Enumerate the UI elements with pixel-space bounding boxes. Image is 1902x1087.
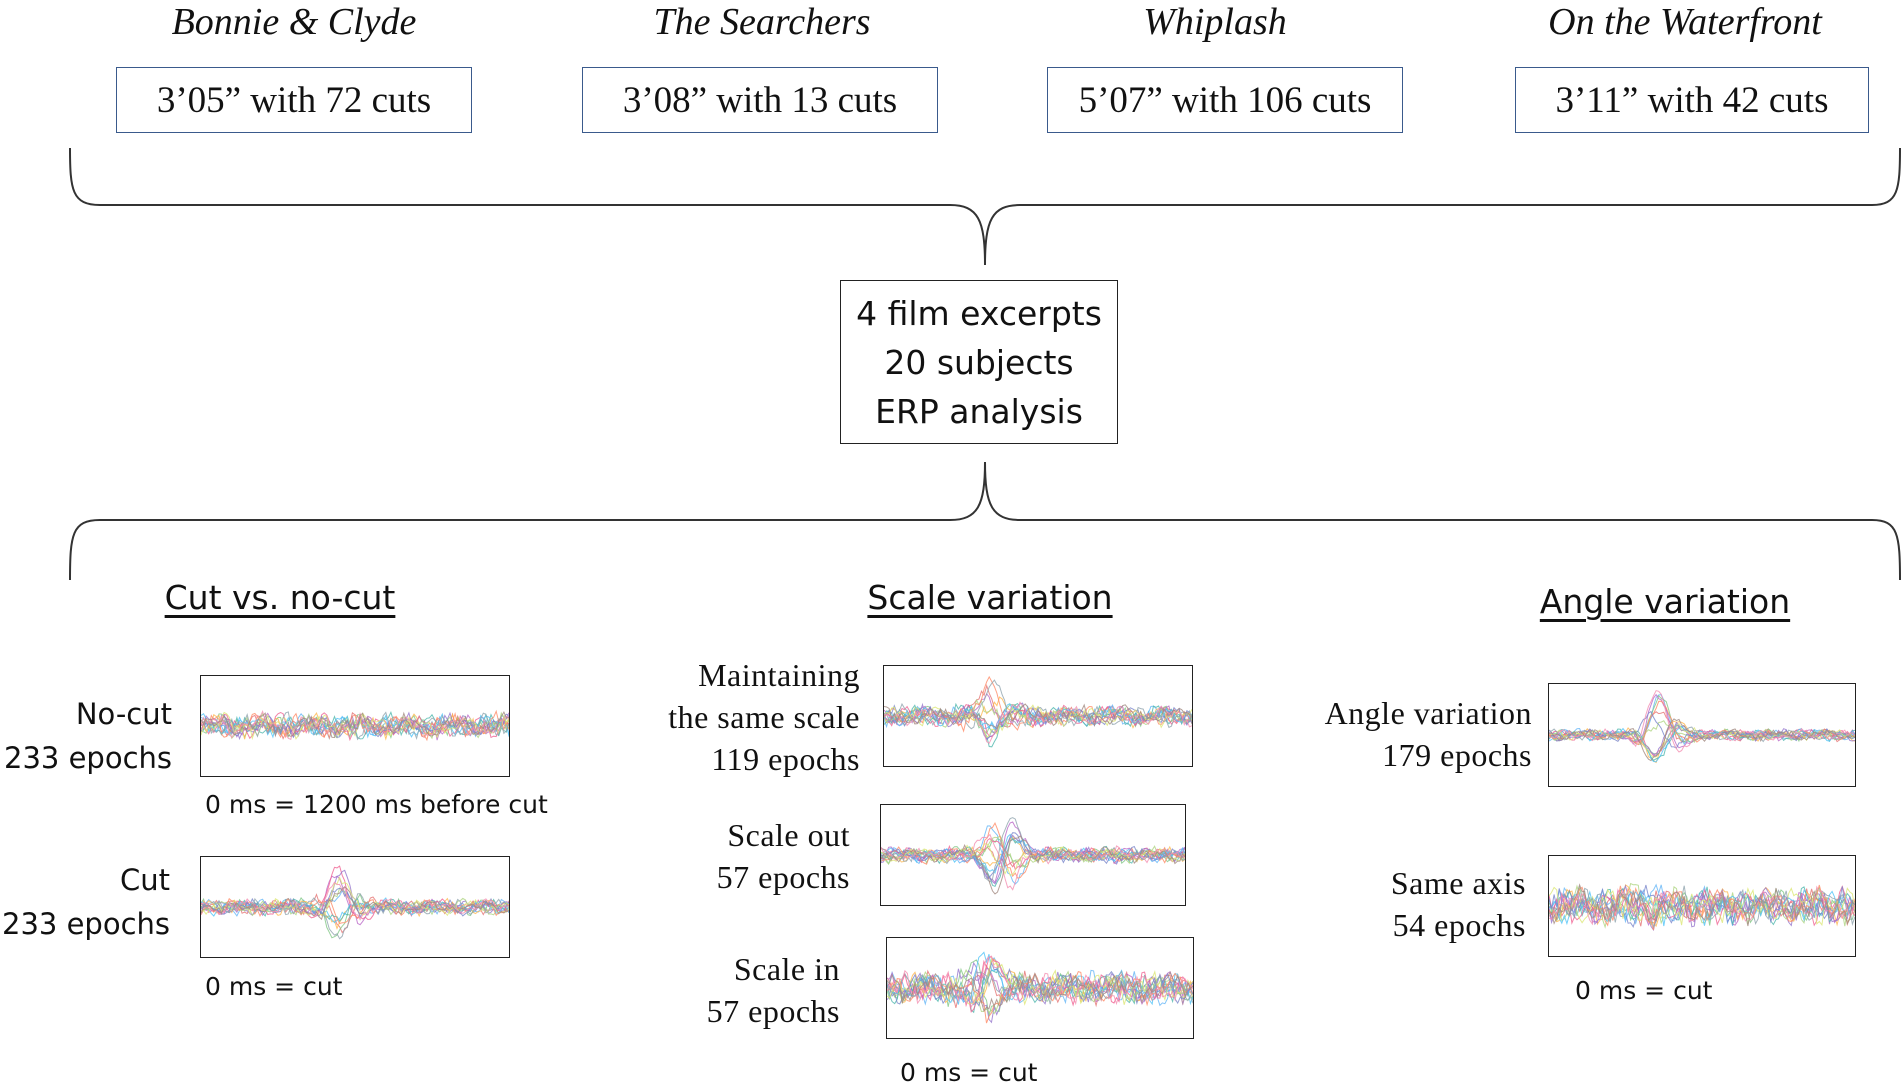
label-scale-in: Scale in 57 epochs — [600, 948, 840, 1032]
waveform-trace — [1549, 722, 1855, 758]
waveform-traces — [1549, 690, 1855, 764]
waveform-traces — [1549, 882, 1855, 932]
film-summary-text: 3’11” with 42 cuts — [1555, 79, 1829, 121]
waveform-traces — [887, 951, 1193, 1024]
erp-waveform-no-cut — [200, 675, 510, 777]
waveform-trace — [201, 881, 509, 921]
label-scale-in-epochs: 57 epochs — [706, 993, 840, 1029]
label-cut-name: Cut — [120, 863, 170, 897]
film-title-on-the-waterfront: On the Waterfront — [1548, 1, 1822, 43]
study-analysis: ERP analysis — [875, 391, 1083, 431]
film-title-whiplash: Whiplash — [1143, 1, 1287, 43]
erp-waveform-scale-in — [886, 937, 1194, 1039]
waveform-trace — [881, 821, 1185, 879]
erp-waveform-same-scale — [883, 665, 1193, 767]
waveform-trace — [1549, 690, 1855, 753]
waveform-trace — [1549, 888, 1855, 927]
waveform-trace — [1549, 886, 1855, 927]
caption-cut-timing: 0 ms = cut — [205, 972, 343, 1001]
waveform-trace — [884, 701, 1192, 745]
waveform-trace — [887, 970, 1193, 1013]
label-no-cut-epochs: 233 epochs — [4, 741, 172, 775]
waveform-trace — [881, 833, 1185, 874]
label-angle-variation-epochs: 179 epochs — [1382, 737, 1532, 773]
heading-angle-variation: Angle variation — [1539, 582, 1791, 621]
film-summary-box: 3’08” with 13 cuts — [582, 67, 938, 133]
waveform-trace — [201, 713, 509, 739]
waveform-traces — [881, 817, 1185, 895]
study-excerpts: 4 film excerpts — [856, 293, 1102, 333]
waveform-traces — [884, 675, 1192, 748]
waveform-trace — [201, 887, 509, 917]
study-subjects: 20 subjects — [884, 342, 1074, 382]
waveform-trace — [201, 710, 509, 739]
waveform-trace — [201, 887, 509, 919]
waveform-trace — [887, 961, 1193, 1007]
study-summary-box: 4 film excerpts 20 subjects ERP analysis — [840, 280, 1118, 444]
label-scale-in-name: Scale in — [733, 951, 840, 987]
waveform-trace — [881, 833, 1185, 891]
waveform-trace — [1549, 888, 1855, 927]
waveform-traces — [201, 709, 509, 742]
waveform-trace — [1549, 718, 1855, 762]
label-angle-variation: Angle variation 179 epochs — [1290, 692, 1532, 776]
label-same-axis-epochs: 54 epochs — [1392, 907, 1526, 943]
erp-waveform-same-axis — [1548, 855, 1856, 957]
label-scale-out-name: Scale out — [727, 817, 850, 853]
waveform-trace — [201, 712, 509, 741]
label-scale-out: Scale out 57 epochs — [600, 814, 850, 898]
label-scale-out-epochs: 57 epochs — [716, 859, 850, 895]
waveform-trace — [1549, 883, 1855, 927]
film-title-the-searchers: The Searchers — [653, 1, 871, 43]
film-summary-box: 3’11” with 42 cuts — [1515, 67, 1869, 133]
waveform-trace — [881, 843, 1185, 877]
film-summary-text: 5’07” with 106 cuts — [1078, 79, 1372, 121]
label-cut-epochs: 233 epochs — [2, 907, 170, 941]
waveform-trace — [881, 835, 1185, 895]
top-brace — [69, 147, 1901, 266]
label-same-axis-name: Same axis — [1390, 865, 1526, 901]
film-title-bonnie-clyde: Bonnie & Clyde — [171, 1, 417, 43]
waveform-trace — [1549, 885, 1855, 929]
film-summary-text: 3’05” with 72 cuts — [156, 79, 432, 121]
film-summary-text: 3’08” with 13 cuts — [622, 79, 898, 121]
caption-no-cut-timing: 0 ms = 1200 ms before cut — [205, 790, 548, 819]
erp-waveform-cut — [200, 856, 510, 958]
label-cut: Cut 233 epochs — [0, 858, 170, 946]
waveform-trace — [884, 704, 1192, 738]
label-no-cut-name: No-cut — [75, 697, 172, 731]
erp-waveform-angle-variation — [1548, 683, 1856, 787]
waveform-trace — [201, 886, 509, 921]
heading-cut-vs-no-cut: Cut vs. no-cut — [164, 578, 396, 617]
label-same-scale: Maintaining the same scale 119 epochs — [600, 654, 860, 780]
label-same-scale-line2: the same scale — [668, 699, 860, 735]
waveform-trace — [1549, 723, 1855, 755]
erp-waveform-scale-out — [880, 804, 1186, 906]
waveform-trace — [1549, 720, 1855, 764]
waveform-trace — [201, 865, 509, 921]
waveform-trace — [884, 679, 1192, 730]
label-same-scale-epochs: 119 epochs — [711, 741, 860, 777]
waveform-trace — [201, 709, 509, 740]
bottom-brace — [69, 461, 1901, 581]
waveform-trace — [887, 956, 1193, 1006]
label-same-scale-line1: Maintaining — [698, 657, 860, 693]
caption-angle-timing: 0 ms = cut — [1575, 976, 1713, 1005]
heading-scale-variation: Scale variation — [867, 578, 1113, 617]
film-summary-box: 3’05” with 72 cuts — [116, 67, 472, 133]
label-no-cut: No-cut 233 epochs — [0, 692, 172, 780]
waveform-trace — [201, 711, 509, 741]
waveform-trace — [1549, 725, 1855, 763]
waveform-trace — [881, 832, 1185, 879]
label-angle-variation-name: Angle variation — [1324, 695, 1532, 731]
caption-scale-timing: 0 ms = cut — [900, 1058, 1038, 1087]
film-summary-box: 5’07” with 106 cuts — [1047, 67, 1403, 133]
waveform-trace — [884, 703, 1192, 730]
label-same-axis: Same axis 54 epochs — [1290, 862, 1526, 946]
waveform-traces — [201, 865, 509, 940]
